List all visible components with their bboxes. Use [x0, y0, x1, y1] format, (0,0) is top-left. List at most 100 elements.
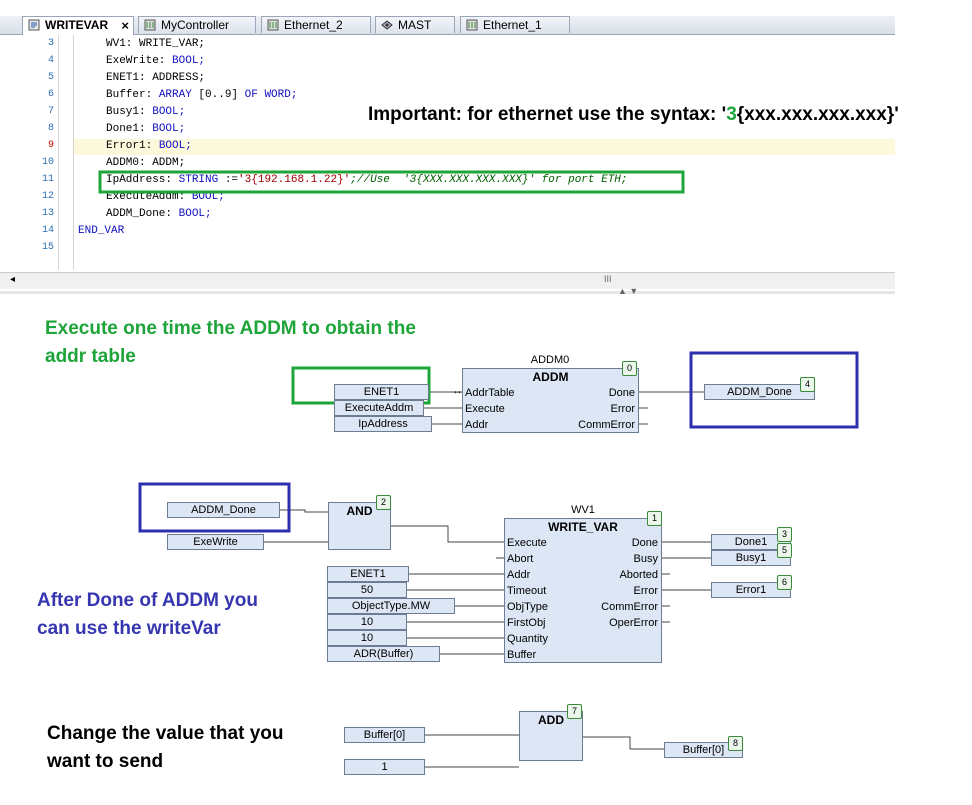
pin-done[interactable]: Done — [631, 537, 658, 549]
scroll-left-icon[interactable]: ◂ — [10, 274, 16, 285]
var-enet1[interactable]: ENET1 — [334, 384, 429, 400]
editor-tab-bar: WRITEVAR × MyController Ethernet_2 MAST … — [0, 16, 895, 35]
instruction-line: Execute one time the ADDM to obtain the — [45, 318, 416, 339]
code-keyword: OF WORD; — [244, 89, 298, 101]
var-buffer0-out[interactable]: Buffer[0] — [664, 742, 743, 758]
code-text: [0..9] — [191, 89, 245, 101]
pin-opererror[interactable]: OperError — [609, 617, 658, 629]
code-line-11: IpAddress: STRING :='3{192.168.1.22}';//… — [106, 174, 628, 186]
declaration-editor[interactable]: 3 4 5 6 7 8 9 10 11 12 13 14 15 WV1: WRI… — [0, 35, 895, 270]
pin-quantity[interactable]: Quantity — [507, 633, 548, 645]
code-text: := — [218, 174, 239, 186]
current-line-highlight — [74, 139, 895, 155]
tab-ethernet-2[interactable]: Ethernet_2 — [261, 16, 371, 33]
line-number: 13 — [41, 208, 54, 219]
var-busy1[interactable]: Busy1 — [711, 550, 791, 566]
code-text: Busy1: — [106, 106, 153, 118]
note-highlight: 3 — [726, 104, 737, 125]
horizontal-scrollbar[interactable]: ◂ III — [0, 272, 895, 289]
tab-mycontroller[interactable]: MyController — [138, 16, 256, 33]
addm-done-highlight-box — [689, 351, 859, 429]
pin-error[interactable]: Error — [633, 585, 658, 597]
add-block[interactable]: ADD — [519, 711, 583, 761]
close-icon[interactable]: × — [121, 18, 129, 33]
tab-writevar[interactable]: WRITEVAR × — [22, 16, 134, 35]
block-type: AND — [346, 504, 373, 518]
code-line-6: Buffer: ARRAY [0..9] OF WORD; — [106, 89, 297, 101]
var-addm-done-out[interactable]: ADDM_Done — [704, 384, 815, 400]
var-timeout-value[interactable]: 50 — [327, 582, 407, 598]
var-buffer-address[interactable]: ADR(Buffer) — [327, 646, 440, 662]
pin-timeout[interactable]: Timeout — [507, 585, 547, 597]
addm-block[interactable]: ADDM AddrTable Execute Addr Done Error C… — [462, 368, 639, 433]
execution-order-badge: 2 — [376, 495, 391, 510]
code-line-13: ADDM_Done: BOOL; — [106, 208, 212, 220]
wire — [280, 509, 328, 513]
pin-abort[interactable]: Abort — [507, 553, 534, 565]
var-quantity-value[interactable]: 10 — [327, 630, 407, 646]
line-number: 11 — [41, 174, 54, 185]
pin-execute[interactable]: Execute — [465, 403, 505, 415]
line-number: 5 — [47, 72, 54, 83]
code-keyword: ARRAY — [158, 89, 192, 101]
pin-error[interactable]: Error — [610, 403, 635, 415]
pin-addr[interactable]: Addr — [465, 419, 489, 431]
addm-instruction: Execute one time the ADDM to obtain the … — [45, 315, 416, 371]
code-text: Buffer: — [106, 89, 159, 101]
code-text: Error1: — [106, 140, 159, 152]
tab-ethernet-1[interactable]: Ethernet_1 — [460, 16, 570, 33]
pin-firstobj[interactable]: FirstObj — [507, 617, 546, 629]
and-input-highlight-box — [138, 482, 291, 533]
code-keyword: BOOL; — [178, 208, 212, 220]
pin-execute[interactable]: Execute — [507, 537, 547, 549]
code-keyword: BOOL; — [158, 140, 192, 152]
pin-addrtable[interactable]: AddrTable — [465, 387, 515, 399]
var-exewrite[interactable]: ExeWrite — [167, 534, 264, 550]
execution-order-badge: 1 — [647, 511, 662, 526]
var-buffer0-in[interactable]: Buffer[0] — [344, 727, 425, 743]
tab-label: MAST — [398, 18, 432, 32]
pin-objtype[interactable]: ObjType — [507, 601, 548, 613]
pin-addr[interactable]: Addr — [507, 569, 531, 581]
code-line-3: WV1: WRITE_VAR; — [106, 38, 206, 50]
line-number-gutter: 3 4 5 6 7 8 9 10 11 12 13 14 15 — [8, 35, 58, 270]
code-text: Done1: — [106, 123, 153, 135]
code-highlight-box — [98, 170, 685, 194]
var-done1[interactable]: Done1 — [711, 534, 791, 550]
device-icon — [466, 19, 478, 31]
pin-commerror[interactable]: CommError — [578, 419, 635, 431]
var-executeaddm[interactable]: ExecuteAddm — [334, 400, 424, 416]
wire — [391, 525, 504, 543]
execution-order-badge: 6 — [777, 575, 792, 590]
splitter-arrows-icon[interactable]: ▲ ▼ — [618, 286, 639, 296]
writevar-block[interactable]: WRITE_VAR Execute Abort Addr Timeout Obj… — [504, 518, 662, 663]
line-number: 8 — [47, 123, 54, 134]
tab-mast[interactable]: MAST — [375, 16, 455, 33]
device-icon — [144, 19, 156, 31]
line-number: 9 — [47, 140, 54, 151]
code-text: ExecuteAddm: — [106, 191, 192, 203]
var-ipaddress[interactable]: IpAddress — [334, 416, 432, 432]
pin-commerror[interactable]: CommError — [601, 601, 658, 613]
fold-margin — [58, 35, 74, 270]
pin-done[interactable]: Done — [608, 387, 635, 399]
pin-busy[interactable]: Busy — [633, 553, 658, 565]
var-constant-1[interactable]: 1 — [344, 759, 425, 775]
instruction-line: want to send — [47, 751, 164, 772]
code-text: ExeWrite: — [106, 55, 173, 67]
var-addm-done-in[interactable]: ADDM_Done — [167, 502, 280, 518]
var-error1[interactable]: Error1 — [711, 582, 791, 598]
pin-aborted[interactable]: Aborted — [619, 569, 658, 581]
var-objtype-value[interactable]: ObjectType.MW — [327, 598, 455, 614]
block-type: WRITE_VAR — [548, 520, 618, 534]
scroll-thumb[interactable]: III — [604, 274, 612, 284]
ethernet-syntax-note: Important: for ethernet use the syntax: … — [368, 101, 899, 129]
var-firstobj-value[interactable]: 10 — [327, 614, 407, 630]
var-enet1[interactable]: ENET1 — [327, 566, 409, 582]
and-block[interactable]: AND — [328, 502, 391, 550]
execution-order-badge: 8 — [728, 736, 743, 751]
tab-label: MyController — [161, 18, 230, 32]
pin-buffer[interactable]: Buffer — [507, 649, 537, 661]
pane-splitter[interactable]: ▲ ▼ — [0, 286, 895, 296]
inout-arrow-icon: ↔ — [452, 385, 463, 397]
